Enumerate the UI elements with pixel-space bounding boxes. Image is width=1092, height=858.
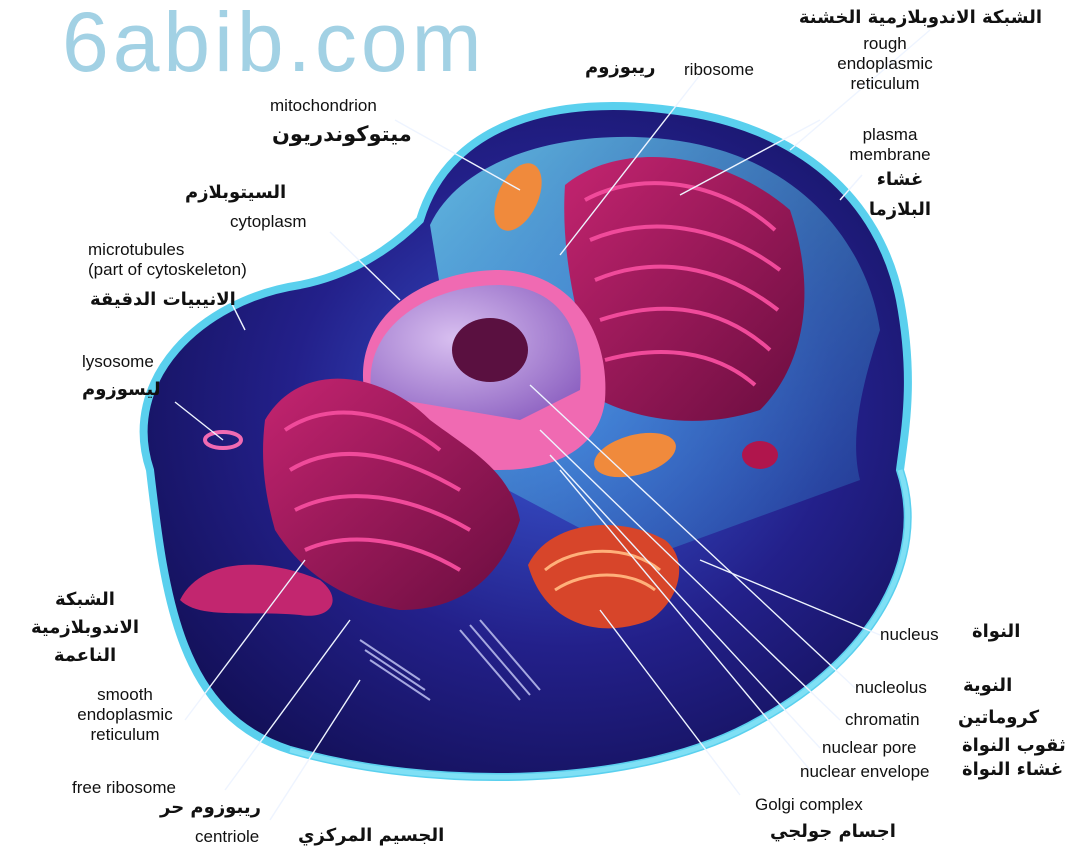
- nucleolus-shape: [452, 318, 528, 382]
- nuclear-pore-label-ar: ثقوب النواة: [962, 736, 1066, 756]
- microtubules-label-en: microtubules(part of cytoskeleton): [88, 240, 247, 280]
- lysosome-label-en: lysosome: [82, 352, 154, 372]
- nuclear-pore-label-en: nuclear pore: [822, 738, 917, 758]
- microtubules-label-ar: الانيبيات الدقيقة: [90, 290, 236, 310]
- chromatin-label-en: chromatin: [845, 710, 920, 730]
- cytoplasm-label-ar: السيتوبلازم: [185, 183, 286, 203]
- golgi-label-ar: اجسام جولجي: [770, 822, 896, 842]
- free-ribosome-label-ar: ريبوزوم حر: [160, 798, 261, 818]
- centriole-label-ar: الجسيم المركزي: [298, 826, 444, 846]
- lysosome-label-ar: ليسوزوم: [82, 380, 160, 400]
- chromatin-label-ar: كروماتين: [958, 708, 1039, 728]
- rer-label-ar: الشبكة الاندوبلازمية الخشنة: [799, 8, 1042, 28]
- watermark: 6abib.com: [62, 0, 486, 91]
- nuclear-envelope-label-en: nuclear envelope: [800, 762, 929, 782]
- mito-label-en: mitochondrion: [270, 96, 377, 116]
- ribosome-label-ar: ريبوزوم: [585, 58, 656, 78]
- free-ribosome-label-en: free ribosome: [72, 778, 176, 798]
- nucleus-label-en: nucleus: [880, 625, 939, 645]
- golgi-label-en: Golgi complex: [755, 795, 863, 815]
- nuclear-envelope-label-ar: غشاء النواة: [962, 760, 1063, 780]
- centriole-label-en: centriole: [195, 827, 259, 847]
- nucleolus-label-ar: النوية: [963, 676, 1012, 696]
- cytoplasm-label-en: cytoplasm: [230, 212, 307, 232]
- nucleus-label-ar: النواة: [972, 622, 1020, 642]
- mito-label-ar: ميتوكوندريون: [272, 124, 412, 144]
- nucleolus-label-en: nucleolus: [855, 678, 927, 698]
- ribosome-label-en: ribosome: [684, 60, 754, 80]
